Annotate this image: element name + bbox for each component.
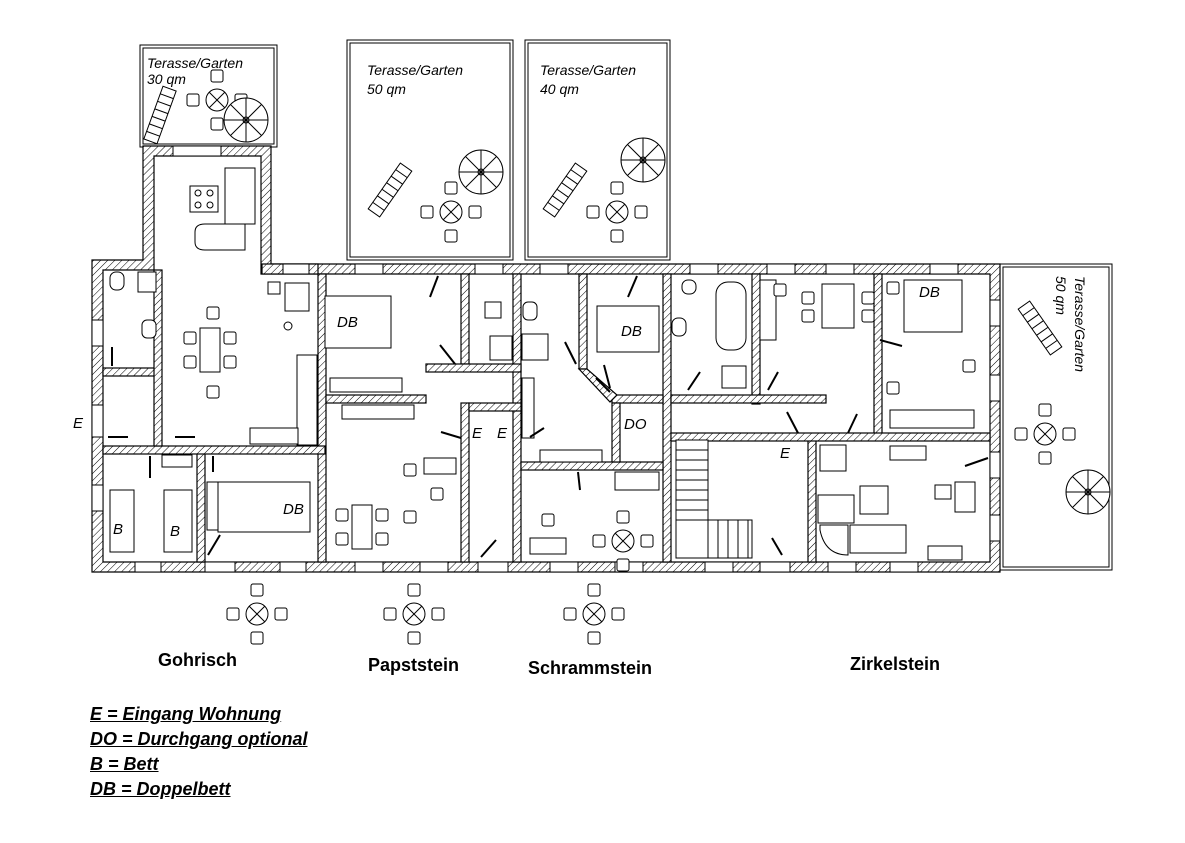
terrace-name: Terasse/Garten <box>1072 276 1088 372</box>
umbrella-icon <box>620 137 666 183</box>
double-bed-icon <box>324 295 392 349</box>
sofa-icon <box>224 167 256 225</box>
sofa-icon <box>849 524 907 554</box>
apartment-name-gohrisch: Gohrisch <box>158 650 238 670</box>
label-double-bed: DB <box>621 323 642 340</box>
label-entrance: E <box>73 415 84 432</box>
stove-icon <box>189 185 219 213</box>
terrace-name: Terasse/Garten <box>367 62 463 78</box>
label-double-bed: DB <box>919 284 940 301</box>
windows <box>91 145 1001 573</box>
staircase-icon <box>675 439 753 559</box>
label-double-bed: DB <box>337 314 358 331</box>
kitchen-counter-icon <box>296 354 318 446</box>
bathtub-icon <box>715 281 747 351</box>
patio-table-icon <box>227 584 287 644</box>
umbrella-icon <box>1065 469 1111 515</box>
legend-double-bed: DB = Doppelbett <box>90 779 231 799</box>
bed-icon <box>163 489 193 553</box>
umbrella-icon <box>223 97 269 143</box>
shower-icon <box>721 365 747 389</box>
terrace-name: Terasse/Garten <box>147 55 243 71</box>
patio-table-icon <box>564 584 624 644</box>
label-double-bed: DB <box>283 501 304 518</box>
label-entrance: E <box>472 425 483 442</box>
apartment-name-schrammstein: Schrammstein <box>528 658 653 678</box>
dining-table-icon <box>336 505 388 549</box>
stove-icon <box>819 444 847 472</box>
legend-entrance: E = Eingang Wohnung <box>90 704 282 724</box>
label-optional-passage: DO <box>624 416 647 433</box>
room-labels: DB DB DB DB B B E E E E DO <box>73 284 940 540</box>
legend-bed: B = Bett <box>90 754 159 774</box>
front-tables <box>227 584 624 644</box>
double-bed-icon <box>217 481 311 533</box>
label-entrance: E <box>780 445 791 462</box>
bed-icon <box>109 489 135 553</box>
terrace-schrammstein: Terasse/Garten 40 qm <box>524 39 671 261</box>
double-bed-icon <box>903 279 963 333</box>
doors <box>108 275 989 558</box>
terrace-size: 50 qm <box>1053 276 1069 315</box>
terrace-zirkelstein: Terasse/Garten 50 qm <box>999 263 1113 571</box>
furniture <box>109 167 976 571</box>
terrace-size: 40 qm <box>540 81 579 97</box>
sofa-icon <box>529 537 567 555</box>
table-icon <box>821 283 855 329</box>
apartment-name-papststein: Papststein <box>368 655 460 675</box>
sofa-icon <box>423 457 457 475</box>
sink-icon <box>137 271 157 293</box>
label-bed: B <box>170 523 180 540</box>
label-entrance: E <box>497 425 508 442</box>
terrace-papststein: Terasse/Garten 50 qm <box>346 39 514 261</box>
dining-table-icon <box>184 328 236 372</box>
umbrella-icon <box>458 149 504 195</box>
building-walls <box>91 145 1001 573</box>
armchair-icon <box>954 481 976 513</box>
patio-table-icon <box>384 584 444 644</box>
legend-optional-passage: DO = Durchgang optional <box>90 729 308 749</box>
terrace-size: 50 qm <box>367 81 406 97</box>
apartment-name-zirkelstein: Zirkelstein <box>850 654 941 674</box>
terrace-name: Terasse/Garten <box>540 62 636 78</box>
terrace-size: 30 qm <box>147 71 186 87</box>
armchair-icon <box>284 282 310 312</box>
double-bed-icon <box>596 305 660 353</box>
toilet-icon <box>109 271 125 291</box>
terrace-gohrisch: Terasse/Garten 30 qm <box>139 44 278 148</box>
label-bed: B <box>113 521 123 538</box>
